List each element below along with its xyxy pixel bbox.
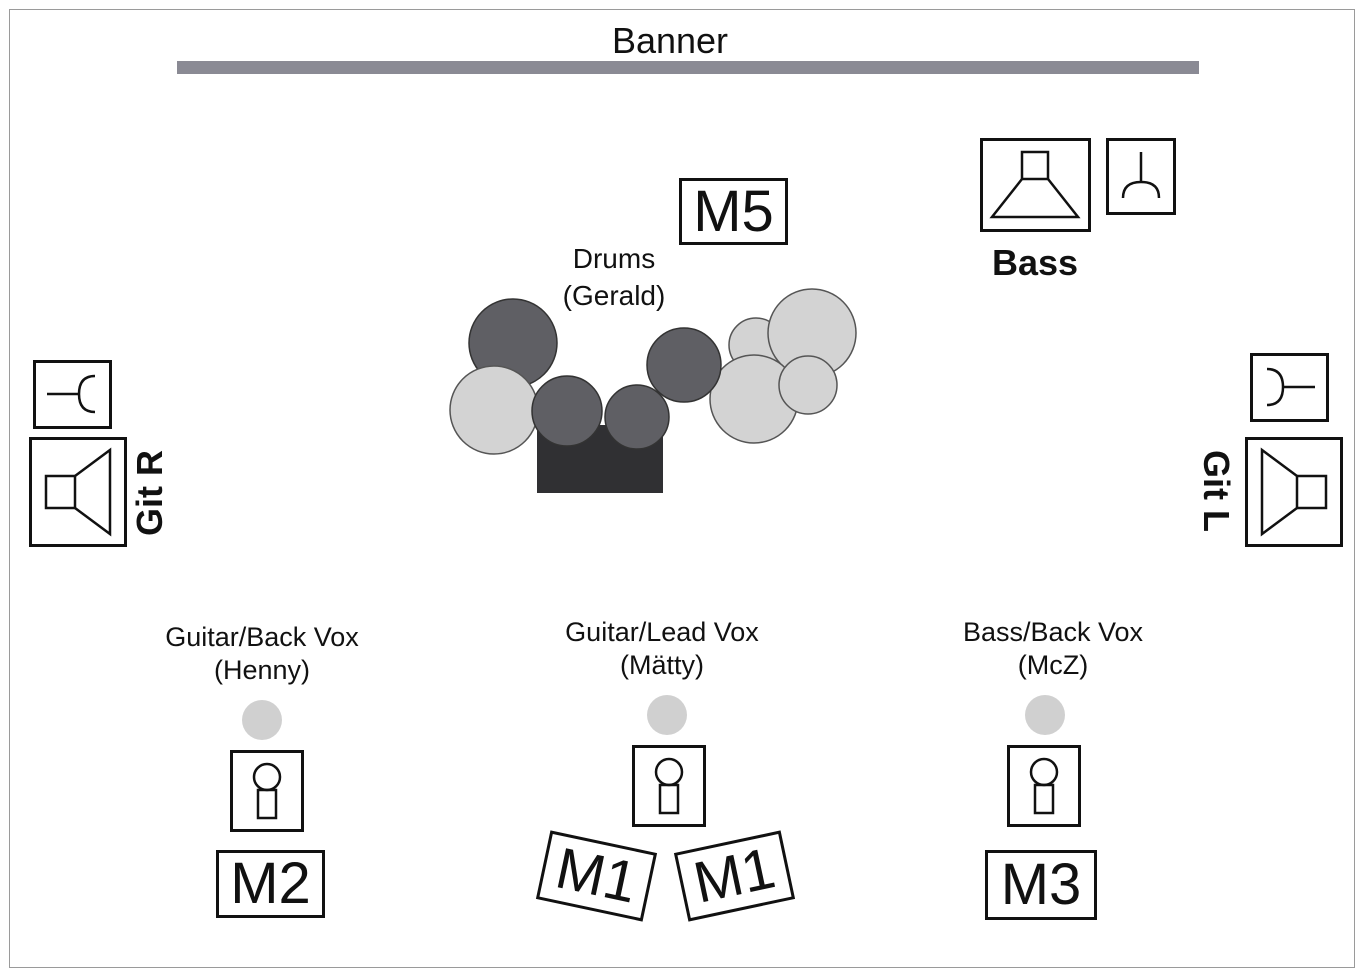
monitor-m2: M2 xyxy=(216,850,325,918)
tom-drum xyxy=(646,327,722,403)
player-label-matty: Guitar/Lead Vox (Mätty) xyxy=(565,617,759,680)
di-box-icon xyxy=(1250,353,1329,422)
banner-bar xyxy=(177,61,1199,74)
mic-stand-marker xyxy=(647,695,687,735)
cymbal xyxy=(778,355,838,415)
vocal-mic-icon xyxy=(230,750,304,832)
snare-drum xyxy=(531,375,603,447)
vocal-mic-icon xyxy=(632,745,706,827)
git-r-label: Git R xyxy=(129,450,170,536)
banner-label: Banner xyxy=(611,20,729,61)
mic-stand-marker xyxy=(242,700,282,740)
vocal-mic-icon xyxy=(1007,745,1081,827)
cymbal xyxy=(449,365,539,455)
monitor-m3: M3 xyxy=(985,850,1097,920)
drums-label: Drums (Gerald) xyxy=(562,243,666,311)
bass-amp-icon xyxy=(980,138,1091,232)
mic-stand-marker xyxy=(1025,695,1065,735)
tom-drum xyxy=(604,384,670,450)
monitor-m5: M5 xyxy=(679,178,788,245)
guitar-amp-right-icon xyxy=(29,437,127,547)
git-l-label: Git L xyxy=(1196,450,1237,532)
bass-amp-label: Bass xyxy=(991,242,1079,283)
stage-area xyxy=(9,9,1355,968)
di-box-icon xyxy=(33,360,112,429)
player-label-henny: Guitar/Back Vox (Henny) xyxy=(165,622,359,685)
guitar-amp-left-icon xyxy=(1245,437,1343,547)
player-label-mcz: Bass/Back Vox (McZ) xyxy=(962,617,1144,680)
di-box-icon xyxy=(1106,138,1176,215)
